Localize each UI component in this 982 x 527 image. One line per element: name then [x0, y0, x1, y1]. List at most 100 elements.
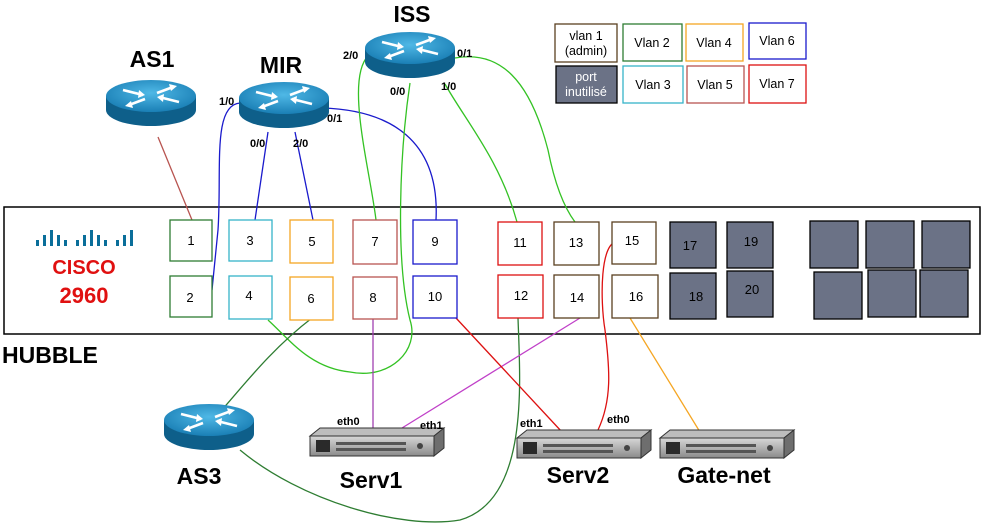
link-iss00-p4 [267, 82, 413, 374]
port-10: 10 [412, 275, 458, 319]
if-iss-2-0: 2/0 [343, 50, 358, 62]
svg-text:7: 7 [371, 234, 378, 249]
cisco-logo: CISCO [36, 230, 133, 279]
svg-text:port: port [575, 70, 597, 84]
svg-text:13: 13 [569, 235, 583, 250]
svg-text:14: 14 [570, 290, 584, 305]
router-as3-label: AS3 [177, 463, 222, 489]
link-iss20-p7 [357, 55, 377, 221]
link-p10-serv2eth1 [455, 317, 563, 433]
link-mir00-p3 [254, 131, 269, 221]
svg-text:3: 3 [246, 233, 253, 248]
port-6: 6 [289, 276, 334, 321]
port-4: 4 [228, 275, 273, 320]
svg-text:12: 12 [514, 288, 528, 303]
server-gatenet-label: Gate-net [677, 462, 771, 488]
link-mir20-p5 [294, 131, 314, 221]
cisco-brand-text: CISCO [52, 257, 115, 279]
svg-text:17: 17 [683, 238, 697, 253]
server-serv2-label: Serv2 [547, 462, 610, 488]
router-mir-label: MIR [260, 52, 303, 78]
svg-text:2: 2 [186, 290, 193, 305]
port-1: 1 [169, 219, 213, 262]
if-serv1-eth0: eth0 [337, 416, 360, 428]
if-iss-0-0: 0/0 [390, 86, 405, 98]
port-unused-21 [809, 220, 859, 269]
if-mir-0-0: 0/0 [250, 138, 265, 150]
svg-text:9: 9 [431, 234, 438, 249]
svg-text:11: 11 [513, 235, 527, 250]
svg-text:1: 1 [187, 233, 194, 248]
port-unused-23 [865, 220, 915, 269]
server-serv2: Serv2 eth1 eth0 [516, 414, 652, 488]
svg-text:8: 8 [369, 290, 376, 305]
link-p15-serv2eth0 [597, 241, 619, 431]
legend-vlan6: Vlan 6 [748, 22, 807, 60]
svg-text:Vlan 4: Vlan 4 [696, 36, 731, 50]
if-serv2-eth1: eth1 [520, 418, 543, 430]
switch-ports: 1 2 3 4 5 6 7 8 9 10 11 12 13 14 15 16 1… [169, 219, 971, 321]
port-12: 12 [497, 274, 544, 319]
link-p16-gatenet [629, 317, 701, 433]
legend-vlan3: Vlan 3 [622, 65, 684, 104]
svg-text:Vlan 2: Vlan 2 [634, 36, 669, 50]
port-7: 7 [352, 219, 398, 265]
port-3: 3 [228, 219, 273, 262]
svg-text:Vlan 6: Vlan 6 [759, 34, 794, 48]
link-iss01-p13 [454, 56, 576, 223]
port-8: 8 [352, 276, 398, 320]
svg-text:5: 5 [308, 234, 315, 249]
if-iss-1-0: 1/0 [441, 81, 456, 93]
svg-text:20: 20 [745, 282, 759, 297]
svg-text:6: 6 [307, 291, 314, 306]
switch-model: 2960 [60, 283, 109, 308]
router-as1: AS1 [104, 46, 198, 128]
port-2: 2 [169, 275, 213, 318]
legend-vlan1: vlan 1 (admin) [554, 23, 618, 63]
port-16: 16 [611, 274, 659, 319]
legend-unused: port inutilisé [555, 65, 618, 104]
router-as3: AS3 [162, 402, 256, 489]
svg-text:(admin): (admin) [565, 44, 607, 58]
port-unused-26 [919, 269, 969, 318]
port-17: 17 [669, 221, 717, 269]
port-unused-25 [921, 220, 971, 269]
port-14: 14 [553, 274, 600, 319]
connections [157, 55, 701, 523]
vlan-legend: vlan 1 (admin) Vlan 2 Vlan 4 Vlan 6 port… [554, 22, 807, 104]
if-serv2-eth0: eth0 [607, 414, 630, 426]
server-serv1: Serv1 eth0 eth1 [309, 416, 445, 493]
if-iss-0-1: 0/1 [457, 48, 472, 60]
svg-text:vlan 1: vlan 1 [569, 29, 602, 43]
link-mir10-p2 [211, 102, 241, 291]
legend-vlan4: Vlan 4 [685, 23, 744, 62]
svg-text:Vlan 7: Vlan 7 [759, 77, 794, 91]
if-mir-2-0: 2/0 [293, 138, 308, 150]
link-as3-p12 [239, 317, 521, 523]
svg-text:4: 4 [245, 288, 252, 303]
link-as1-p1 [157, 136, 193, 221]
legend-vlan7: Vlan 7 [748, 64, 807, 104]
router-mir: MIR [237, 52, 331, 130]
server-serv1-label: Serv1 [340, 467, 403, 493]
svg-text:inutilisé: inutilisé [565, 85, 607, 99]
svg-text:Vlan 3: Vlan 3 [635, 78, 670, 92]
router-iss-label: ISS [393, 1, 430, 27]
port-11: 11 [497, 221, 543, 266]
svg-text:10: 10 [428, 289, 442, 304]
legend-vlan5: Vlan 5 [686, 65, 745, 104]
link-p6-as3 [219, 317, 313, 413]
link-p14-serv1eth1 [401, 317, 581, 429]
router-as1-label: AS1 [130, 46, 175, 72]
if-mir-0-1: 0/1 [327, 113, 342, 125]
port-unused-24 [867, 269, 917, 318]
port-13: 13 [553, 221, 600, 266]
router-iss: ISS [363, 1, 457, 80]
svg-text:Vlan 5: Vlan 5 [697, 78, 732, 92]
port-5: 5 [289, 219, 334, 264]
link-iss10-p11 [444, 83, 518, 223]
port-19: 19 [726, 221, 774, 269]
svg-text:15: 15 [625, 233, 639, 248]
port-unused-22 [813, 271, 863, 320]
